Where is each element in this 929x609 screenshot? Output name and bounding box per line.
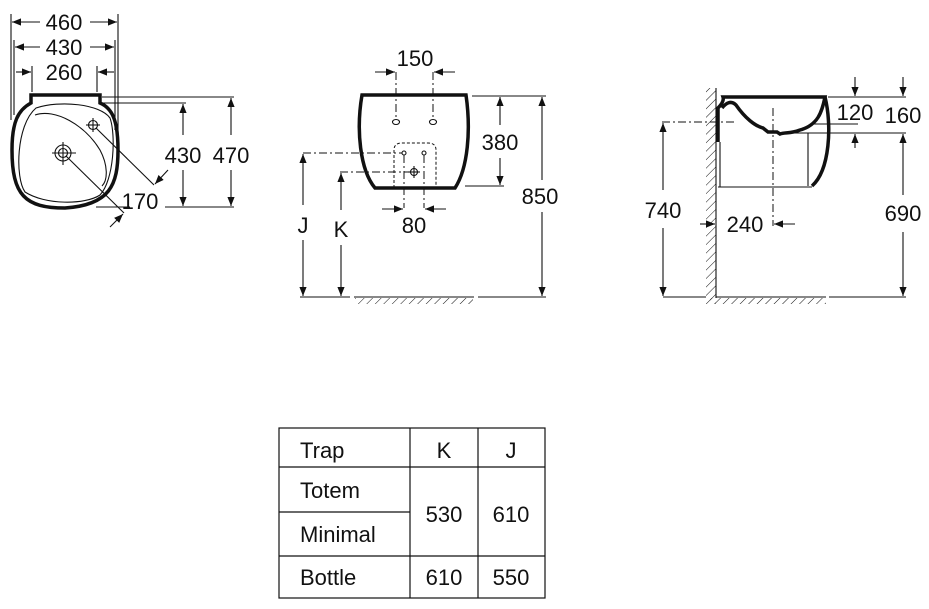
dim-waste-height: 740 xyxy=(645,198,682,223)
label-k: K xyxy=(334,217,349,242)
plan-view: 460 430 260 430 470 170 xyxy=(10,10,250,228)
floor-hatch-side xyxy=(710,298,826,304)
label-j: J xyxy=(298,213,309,238)
row-trap-totem: Totem xyxy=(300,478,360,503)
trap-table: Trap K J Totem Minimal 530 610 Bottle 61… xyxy=(278,427,546,599)
row-trap-minimal: Minimal xyxy=(300,522,376,547)
dim-width-top: 260 xyxy=(46,60,83,85)
front-view: 150 J K 80 380 850 xyxy=(298,46,559,304)
wall-hatch xyxy=(706,88,716,304)
merged-j: 610 xyxy=(493,502,530,527)
dim-bowl-height: 380 xyxy=(482,130,519,155)
header-trap: Trap xyxy=(300,438,344,463)
dim-rim-height: 850 xyxy=(522,184,559,209)
merged-k: 530 xyxy=(426,502,463,527)
dim-depth-outer: 470 xyxy=(213,143,250,168)
dim-rim-depth-a: 120 xyxy=(837,100,874,125)
row-trap-bottle: Bottle xyxy=(300,565,356,590)
bottle-k: 610 xyxy=(426,565,463,590)
dim-width-outer: 460 xyxy=(46,10,83,35)
dim-rim-depth-b: 160 xyxy=(885,103,922,128)
basin-front-outline xyxy=(357,93,471,190)
dim-pedestal-height: 690 xyxy=(885,201,922,226)
side-view: 740 240 120 160 690 xyxy=(645,77,922,304)
dim-waste-spacing: 80 xyxy=(402,213,426,238)
basin-side-profile xyxy=(716,95,828,142)
dim-width-inner: 430 xyxy=(46,35,83,60)
basin-outline xyxy=(10,93,120,210)
dim-wall-offset: 240 xyxy=(727,212,764,237)
dim-fixing-spacing: 150 xyxy=(397,46,434,71)
floor-hatch xyxy=(355,298,473,304)
dim-tap-offset: 170 xyxy=(122,189,159,214)
bottle-j: 550 xyxy=(493,565,530,590)
header-k: K xyxy=(437,438,452,463)
header-j: J xyxy=(506,438,517,463)
dim-depth-inner: 430 xyxy=(165,143,202,168)
